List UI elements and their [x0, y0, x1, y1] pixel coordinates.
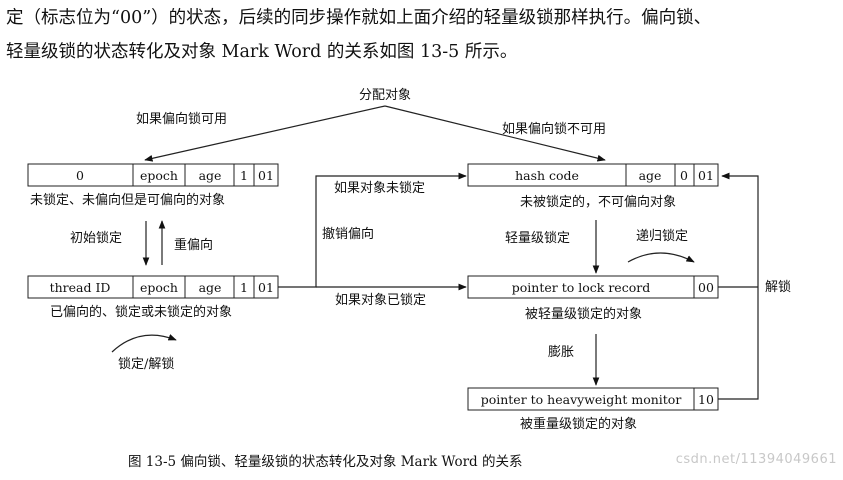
- recursive-lock-arc: [627, 252, 695, 263]
- inflate-label: 膨胀: [548, 345, 574, 360]
- rebias-label: 重偏向: [174, 237, 213, 253]
- unlock-arrows: [718, 172, 759, 400]
- unbiased-cell-age: age: [199, 168, 222, 183]
- unlocked-cell-hash-code: hash code: [515, 168, 579, 183]
- lock-unlock-label: 锁定/解锁: [118, 356, 174, 372]
- if-locked-label: 如果对象已锁定: [335, 292, 426, 308]
- heavyweight-object-box: pointer to heavyweight monitor 10: [467, 387, 719, 411]
- revoke-bias-label: 撤销偏向: [322, 226, 374, 242]
- heavyweight-cell-lock-bits: 10: [698, 392, 714, 407]
- intro-line-1: 定（标志位为“00”）的状态，后续的同步操作就如上面介绍的轻量级锁那样执行。偏向…: [6, 8, 712, 28]
- if-unlocked-label: 如果对象未锁定: [334, 180, 425, 196]
- figure-caption: 图 13-5 偏向锁、轻量级锁的状态转化及对象 Mark Word 的关系: [128, 454, 522, 470]
- unbiased-cell-epoch: epoch: [140, 168, 178, 183]
- unlocked-cell-lock-bits: 01: [698, 168, 714, 183]
- unlocked-object-box: hash code age 0 01: [467, 163, 719, 187]
- unlocked-cell-age: age: [639, 168, 662, 183]
- lock-unlock-arc: [111, 334, 177, 353]
- lightweight-cell-lock-bits: 00: [698, 280, 714, 295]
- initial-lock-label: 初始锁定: [70, 230, 122, 246]
- heavyweight-object-caption: 被重量级锁定的对象: [520, 416, 637, 432]
- lightweight-object-box: pointer to lock record 00: [467, 275, 719, 299]
- if-biasable-label: 如果偏向锁可用: [136, 111, 227, 127]
- recursive-lock-label: 递归锁定: [636, 228, 688, 244]
- biased-cell-lock-bits: 01: [258, 280, 274, 295]
- intro-line-2: 轻量级锁的状态转化及对象 Mark Word 的关系如图 13-5 所示。: [6, 42, 518, 62]
- unlocked-object-caption: 未被锁定的，不可偏向对象: [520, 194, 676, 210]
- if-not-biasable-label: 如果偏向锁不可用: [502, 121, 606, 137]
- biased-cell-thread-id: thread ID: [50, 280, 111, 295]
- heavyweight-cell-pointer: pointer to heavyweight monitor: [481, 392, 682, 407]
- biased-object-box: thread ID epoch age 1 01: [27, 275, 279, 299]
- lightweight-lock-label: 轻量级锁定: [505, 230, 570, 246]
- lightweight-cell-pointer: pointer to lock record: [512, 280, 650, 295]
- biased-cell-epoch: epoch: [140, 280, 178, 295]
- unlock-label: 解锁: [765, 279, 791, 295]
- unbiased-cell-bits: 0: [76, 168, 84, 183]
- unlocked-cell-biased-flag: 0: [680, 168, 688, 183]
- unbiased-cell-biased-flag: 1: [240, 168, 248, 183]
- unbiased-cell-lock-bits: 01: [258, 168, 274, 183]
- unbiased-object-box: 0 epoch age 1 01: [27, 163, 279, 187]
- biased-cell-biased-flag: 1: [240, 280, 248, 295]
- watermark: csdn.net/11394049661: [675, 452, 837, 467]
- allocation-arrows: [144, 105, 606, 162]
- revoke-arrows: [278, 172, 467, 291]
- allocate-object-label: 分配对象: [359, 88, 411, 103]
- bias-arrows: [142, 220, 166, 266]
- biased-cell-age: age: [199, 280, 222, 295]
- biased-object-caption: 已偏向的、锁定或未锁定的对象: [50, 304, 232, 320]
- lightweight-object-caption: 被轻量级锁定的对象: [525, 306, 642, 322]
- unbiased-object-caption: 未锁定、未偏向但是可偏向的对象: [30, 192, 225, 208]
